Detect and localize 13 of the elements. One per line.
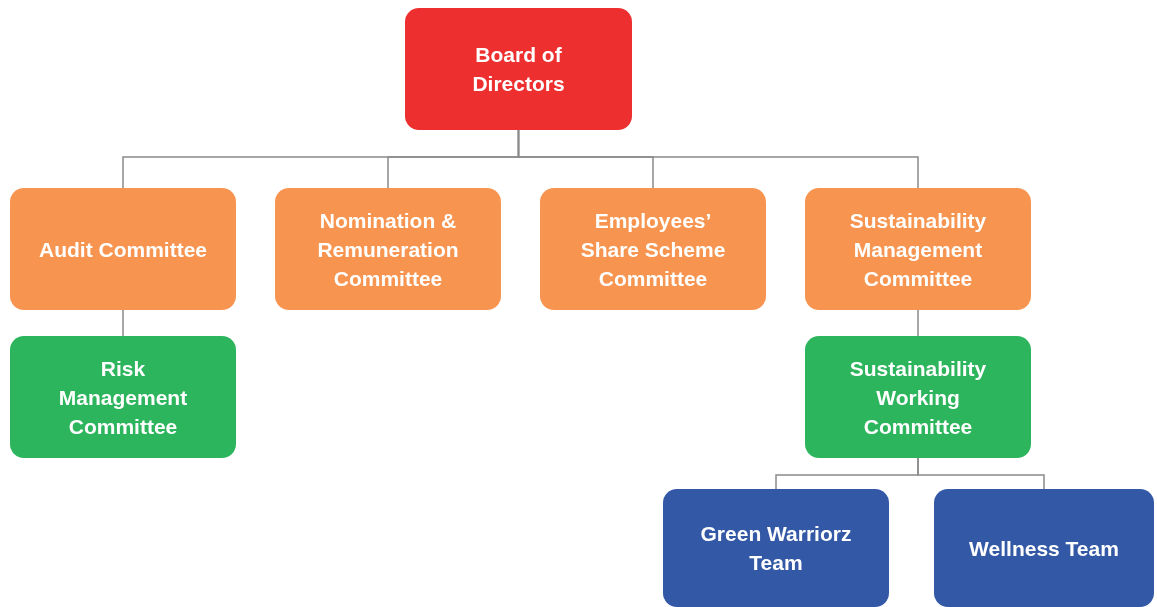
connector-line <box>517 129 919 189</box>
connector-line <box>122 309 124 337</box>
connector-line <box>917 457 1045 490</box>
committee-box: Employees’ Share Scheme Committee <box>540 188 766 310</box>
team-box: Green Warriorz Team <box>663 489 889 607</box>
committee-box: Audit Committee <box>10 188 236 310</box>
board-box: Board of Directors <box>405 8 632 130</box>
connector-line <box>917 309 919 337</box>
committee-box: Risk Management Committee <box>10 336 236 458</box>
committee-box: Sustainability Working Committee <box>805 336 1031 458</box>
team-box: Wellness Team <box>934 489 1154 607</box>
committee-box: Nomination & Remuneration Committee <box>275 188 501 310</box>
committee-box: Sustainability Management Committee <box>805 188 1031 310</box>
